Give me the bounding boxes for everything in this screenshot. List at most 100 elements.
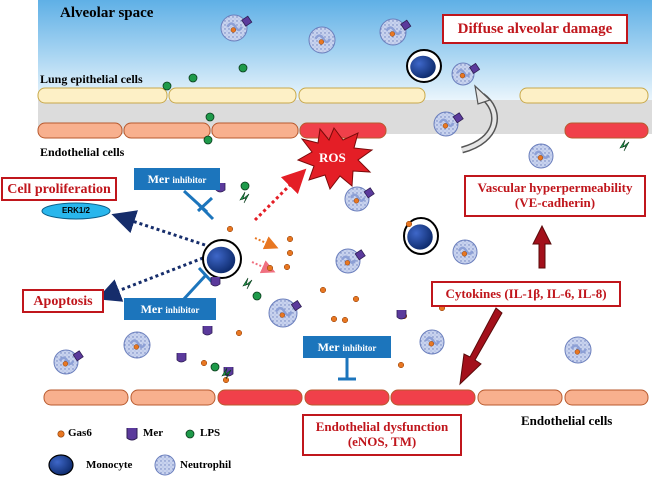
legend-monocyte-icon [48,454,74,476]
legend-symbols [48,428,195,476]
neutrophil-group [53,14,592,375]
mer-receptor-icon [176,353,187,363]
legend-neutrophil-icon [154,454,176,476]
endo-dys-line2: (eNOS, TM) [347,433,417,449]
neutrophil-icon [53,349,84,375]
lps-signal-group [221,139,630,380]
mer-inhibitor-middle-name: Mer [140,302,163,316]
gas6-dot [286,249,294,257]
gas6-dot [235,329,243,337]
lps-dot [210,362,220,372]
gas6-dot [286,235,294,243]
neutrophil-icon [433,111,464,137]
endothelial-layer-bottom [43,389,649,406]
lps-dot [205,112,215,122]
ros-burst-icon [296,127,374,191]
gas6-dot [266,264,274,272]
lps-bolt-icon [619,139,630,152]
alveolar-space-label: Alveolar space [60,5,154,21]
gas6-dot [341,316,349,324]
neutrophil-icon [123,331,151,359]
neutrophil-icon [268,298,302,328]
neutrophil-icon [452,239,478,265]
mer-inhibitor-middle-suffix: inhibitor [165,305,200,315]
mer-inhibitor-middle: Mer inhibitor [124,298,216,320]
lps-dot [238,63,248,73]
neutrophil-icon [451,62,481,86]
neutrophil-icon [419,329,445,355]
lps-bolt-icon [239,191,250,204]
endothelial-layer-top [37,122,649,139]
gas6-dot [397,361,405,369]
diffuse-damage-text: Diffuse alveolar damage [457,21,613,37]
endo-dys-line1: Endothelial dysfunction [315,419,449,434]
erk-ellipse [41,202,111,220]
lps-dot [203,135,213,145]
lps-dot [240,181,250,191]
endothelial-top-label: Endothelial cells [40,145,125,159]
ros-label: ROS [319,150,346,165]
cytokines-text: Cytokines (IL-1β, IL-6, IL-8) [445,286,607,301]
apoptosis-text: Apoptosis [33,294,93,309]
lps-dot [252,291,262,301]
gas6-dot [319,286,327,294]
gas6-dot [405,220,413,228]
cell-proliferation-box: Cell proliferation [1,177,117,201]
lung-epithelial-label: Lung epithelial cells [40,72,143,86]
monocyte-icon [406,49,442,83]
legend-lps-icon [185,429,195,439]
neutrophil-icon [379,18,412,46]
monocyte-icon [202,239,242,279]
legend-gas6-icon [57,430,65,438]
neutrophil-icon [528,143,554,169]
mer-receptor-icon [396,310,407,320]
gas6-dot [222,376,230,384]
monocyte-icon [403,217,439,255]
mer-inhibitor-top-name: Mer [147,172,170,186]
legend-mer-label: Mer [143,427,164,439]
epithelial-layer [37,87,649,104]
mer-inhibitor-bottom-suffix: inhibitor [342,343,377,353]
endothelial-dysfunction-box: Endothelial dysfunction (eNOS, TM) [302,414,462,456]
legend-mer-icon [126,428,138,441]
legend-gas6-label: Gas6 [68,427,92,439]
mer-inhibitor-bottom: Mer inhibitor [303,336,391,358]
neutrophil-icon [220,14,253,42]
lps-bolt-icon [221,367,232,380]
gas6-dot [283,263,291,271]
endothelial-bottom-label: Endothelial cells [521,413,613,428]
neutrophil-icon [308,26,336,54]
lps-group [162,63,262,372]
mer-inhibitor-bottom-name: Mer [317,340,340,354]
vascular-line1: Vascular hyperpermeability [477,180,633,195]
diffuse-damage-box: Diffuse alveolar damage [442,14,628,44]
legend-neutrophil-label: Neutrophil [180,459,232,471]
gas6-dot [330,315,338,323]
signal-arrows [96,168,307,302]
neutrophil-icon [344,186,375,212]
legend-monocyte-label: Monocyte [86,459,133,471]
neutrophil-icon [335,248,366,274]
cell-proliferation-text: Cell proliferation [7,182,111,197]
vascular-box: Vascular hyperpermeability (VE-cadherin) [464,175,646,217]
erk-label: ERK1/2 [61,206,90,215]
neutrophil-icon [564,336,592,364]
mer-receptor-icon [202,326,213,336]
gas6-dot [226,225,234,233]
mer-inhibitor-top-suffix: inhibitor [172,175,207,185]
flow-arrows [459,84,552,386]
apoptosis-box: Apoptosis [22,289,104,313]
gas6-group [200,220,446,384]
gas6-dot [200,359,208,367]
monocyte-group [202,49,442,279]
gas6-dot [352,295,360,303]
lps-dot [188,73,198,83]
mer-inhibitor-top: Mer inhibitor [134,168,220,190]
inhibition-bars [181,189,356,381]
cytokines-box: Cytokines (IL-1β, IL-6, IL-8) [431,281,621,307]
lps-dot [162,81,172,91]
legend-lps-label: LPS [200,427,221,439]
lps-bolt-icon [242,277,253,290]
mer-receptor-icon [210,277,221,287]
